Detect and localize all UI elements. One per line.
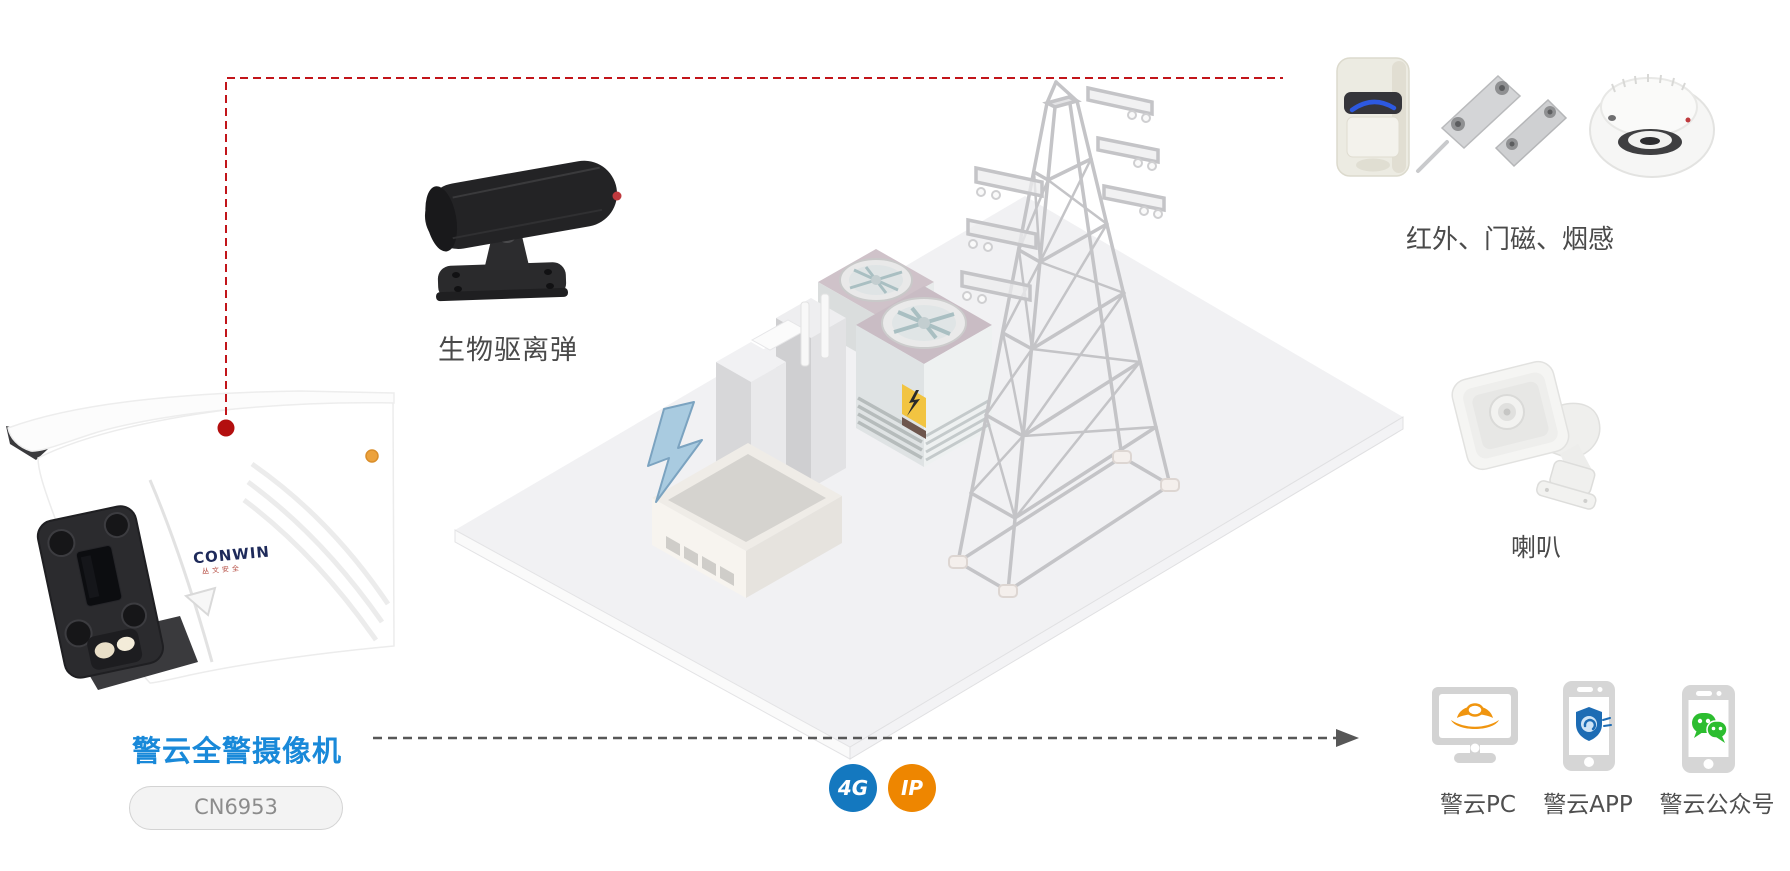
repellent-launcher-illustration xyxy=(424,160,622,302)
warehouse-windows xyxy=(666,536,734,586)
endpoint-pc-label: 警云PC xyxy=(1440,792,1516,818)
sensors-label: 红外、门磁、烟感 xyxy=(1405,225,1614,255)
badge-ip: IP xyxy=(888,764,936,812)
camera-model-pill: CN6953 xyxy=(129,786,343,830)
wechat-icon xyxy=(1692,713,1728,743)
repellent-label: 生物驱离弹 xyxy=(438,335,578,366)
phone-app-icon xyxy=(1563,681,1615,771)
camera-illustration xyxy=(6,390,395,690)
body-grooves xyxy=(242,461,391,642)
warehouse xyxy=(652,443,842,598)
endpoint-wechat-label: 警云公众号 xyxy=(1659,792,1775,818)
endpoint-app-label: 警云APP xyxy=(1543,792,1633,818)
camera-front-panel xyxy=(36,505,164,679)
speaker-label: 喇叭 xyxy=(1511,533,1562,562)
chimney-poles xyxy=(800,293,830,367)
lightning-sign-icon xyxy=(907,390,920,416)
phone-wechat-icon xyxy=(1682,685,1735,773)
pir-sensor-illustration xyxy=(1336,57,1410,177)
door-contact-illustration xyxy=(1416,74,1568,173)
smoke-detector-illustration xyxy=(1589,74,1715,178)
flow-arrow-line xyxy=(373,729,1359,747)
cooling-unit-front xyxy=(856,286,992,467)
badge-4g: 4G xyxy=(829,764,877,812)
transmission-tower xyxy=(948,80,1180,598)
alarm-link-dot xyxy=(217,419,235,437)
horn-speaker-illustration xyxy=(1451,360,1601,510)
launcher-button xyxy=(612,191,622,201)
lightning-bolt-icon xyxy=(647,401,703,503)
platform xyxy=(454,196,1404,760)
camera-title: 警云全警摄像机 xyxy=(132,734,343,768)
monitor-icon xyxy=(1432,687,1518,763)
arrowhead-icon xyxy=(1336,729,1359,747)
shield-icon xyxy=(1576,707,1612,741)
cctv-sticker-icon xyxy=(183,586,217,617)
alarm-link-line xyxy=(217,77,1283,437)
camera-emblem-icon xyxy=(365,449,379,463)
